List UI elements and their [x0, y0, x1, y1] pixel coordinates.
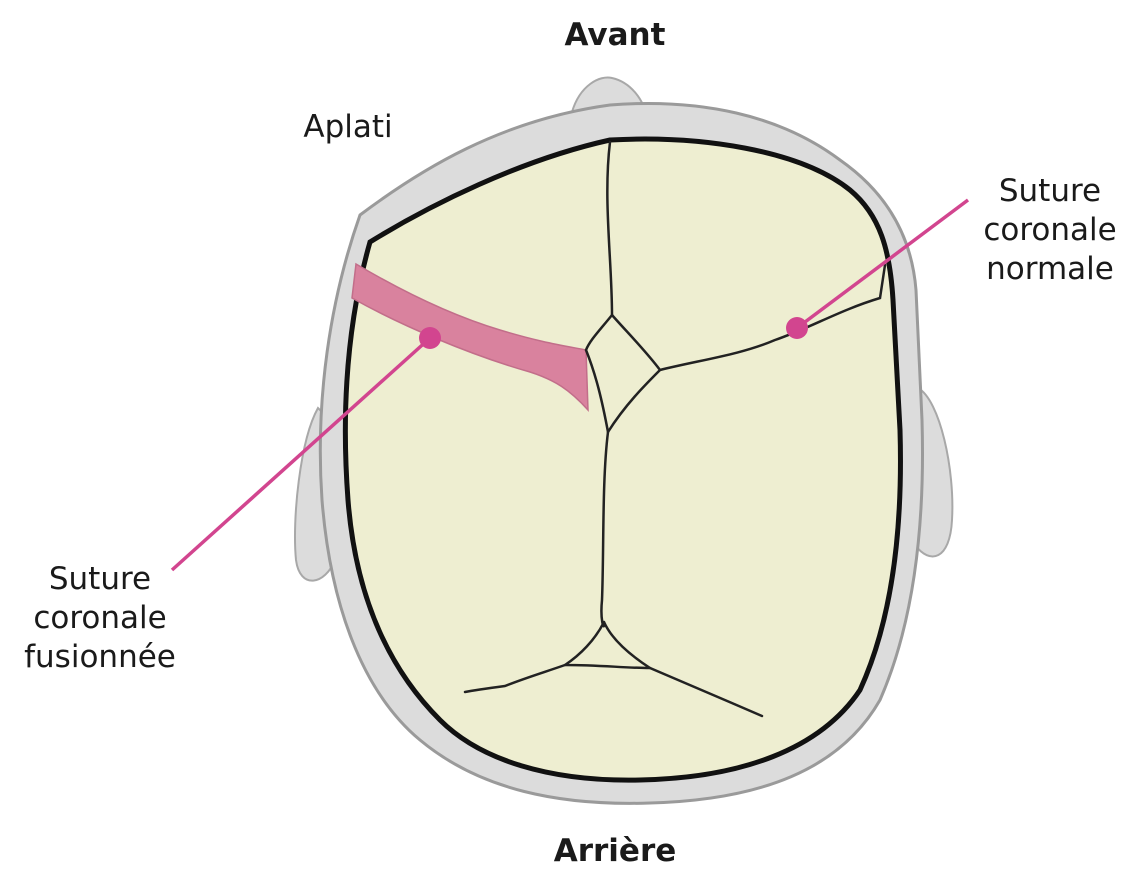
normal-suture-dot [786, 317, 808, 339]
back-label: Arrière [553, 833, 677, 869]
front-label: Avant [564, 17, 666, 53]
fused-suture-label-line-3: fusionnée [24, 639, 176, 675]
normal-suture-pointer [795, 198, 970, 330]
normal-suture-label-line-1: Suture [998, 173, 1102, 209]
fused-suture-label: Suture coronale fusionnée [10, 560, 190, 677]
fused-suture-dot [419, 327, 441, 349]
normal-suture-label: Suture coronale normale [970, 172, 1130, 289]
fused-suture-label-line-2: coronale [33, 600, 167, 636]
fused-suture-pointer [170, 336, 432, 572]
normal-suture-label-line-3: normale [986, 251, 1114, 287]
suture-lines [463, 140, 887, 718]
fused-suture-band [351, 262, 589, 413]
normal-suture-label-line-2: coronale [983, 212, 1117, 248]
flattened-label: Aplati [303, 109, 393, 145]
fused-suture-label-line-1: Suture [48, 561, 152, 597]
skull-outline [342, 136, 903, 783]
